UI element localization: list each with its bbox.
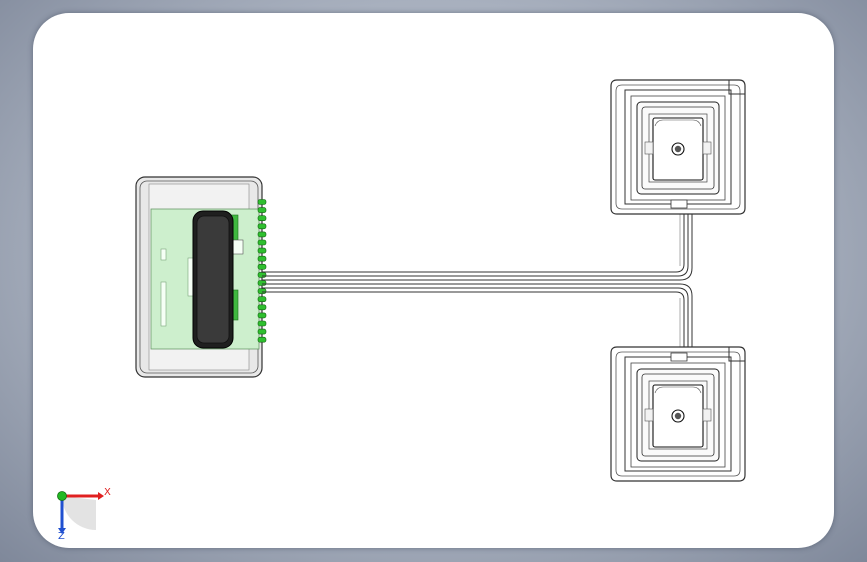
- cable-wire-upper: [262, 213, 685, 273]
- sensor-hole-inner: [674, 412, 682, 420]
- sensor-hole-inner: [674, 145, 682, 153]
- sensor-frame-edge: [615, 84, 741, 210]
- connector-pin: [257, 239, 267, 246]
- connector-pin: [257, 328, 267, 335]
- connector-pin: [257, 280, 267, 286]
- pcb-component: [160, 281, 167, 327]
- connector-pin: [257, 223, 267, 230]
- sensor-corner-notch: [728, 80, 745, 95]
- cable-wire-lower: [262, 291, 685, 347]
- connector-pin: [257, 312, 267, 319]
- sensor-frame-edge: [615, 351, 741, 477]
- sensor-body-inner: [641, 106, 715, 190]
- cable-wire-lower: [262, 283, 693, 347]
- sensor-pad-bevel: [654, 386, 702, 394]
- sensor-recess: [630, 362, 726, 468]
- z-axis-label: Z: [58, 531, 65, 542]
- connector-pin: [257, 247, 267, 254]
- view-triad[interactable]: [57, 491, 105, 535]
- sensor-inner-frame: [624, 89, 732, 205]
- connector-pin: [257, 320, 267, 327]
- pcb-component: [160, 248, 167, 261]
- connector-pin: [257, 215, 267, 221]
- x-axis-label: X: [104, 487, 111, 498]
- cable-wire-upper: [262, 213, 693, 281]
- connector-pin: [257, 304, 267, 311]
- x-axis-head: [98, 492, 104, 500]
- connector-pin: [257, 272, 267, 278]
- connector-pin: [257, 199, 267, 205]
- sensor-unit-bottom[interactable]: [610, 346, 746, 482]
- sensor-cable-entry: [670, 352, 688, 362]
- triad-shadow: [62, 496, 96, 530]
- sensor-corner-notch: [728, 347, 745, 362]
- z-axis-head: [58, 528, 66, 534]
- sensor-clip-right: [702, 408, 712, 422]
- sensor-unit-top[interactable]: [610, 79, 746, 215]
- sensor-clip-left: [644, 141, 654, 155]
- connector-pin: [257, 207, 267, 213]
- sensor-clip-left: [644, 408, 654, 422]
- connector-pin: [257, 288, 267, 294]
- connector-pin: [257, 296, 267, 303]
- sensor-pad-bevel: [654, 119, 702, 127]
- sensor-body-inner: [641, 373, 715, 457]
- sensor-clip-right: [702, 141, 712, 155]
- cable-harness: [262, 213, 693, 347]
- cable-wire-upper: [262, 213, 689, 277]
- controller-pin-row: [257, 199, 267, 343]
- connector-pin: [257, 336, 267, 343]
- y-axis-dot: [57, 491, 67, 501]
- connector-pin: [257, 255, 267, 262]
- pcb-connector: [232, 239, 244, 255]
- sensor-cable-exit: [670, 199, 688, 209]
- sensor-inner-frame: [624, 356, 732, 472]
- cable-wire-lower: [262, 287, 689, 347]
- connector-pin: [257, 231, 267, 238]
- controller-unit[interactable]: [135, 176, 267, 378]
- connector-pin: [257, 263, 267, 270]
- electronics-module-top: [196, 215, 230, 344]
